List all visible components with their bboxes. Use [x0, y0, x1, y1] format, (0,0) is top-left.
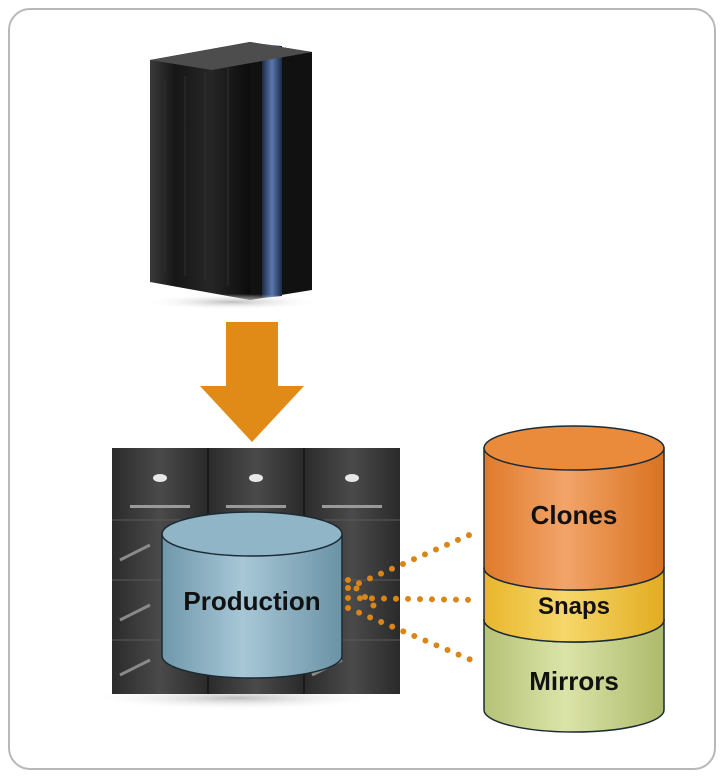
production-label: Production [183, 586, 320, 616]
snaps-label: Snaps [538, 593, 610, 620]
production-cylinder: Production [161, 511, 343, 679]
down-arrow-icon [200, 322, 304, 442]
mainframe-server-icon [142, 42, 322, 310]
mirrors-label: Mirrors [529, 666, 619, 696]
clones-label: Clones [531, 500, 618, 530]
clones-cylinder: Clones [483, 425, 665, 591]
connector-dots [345, 529, 479, 665]
